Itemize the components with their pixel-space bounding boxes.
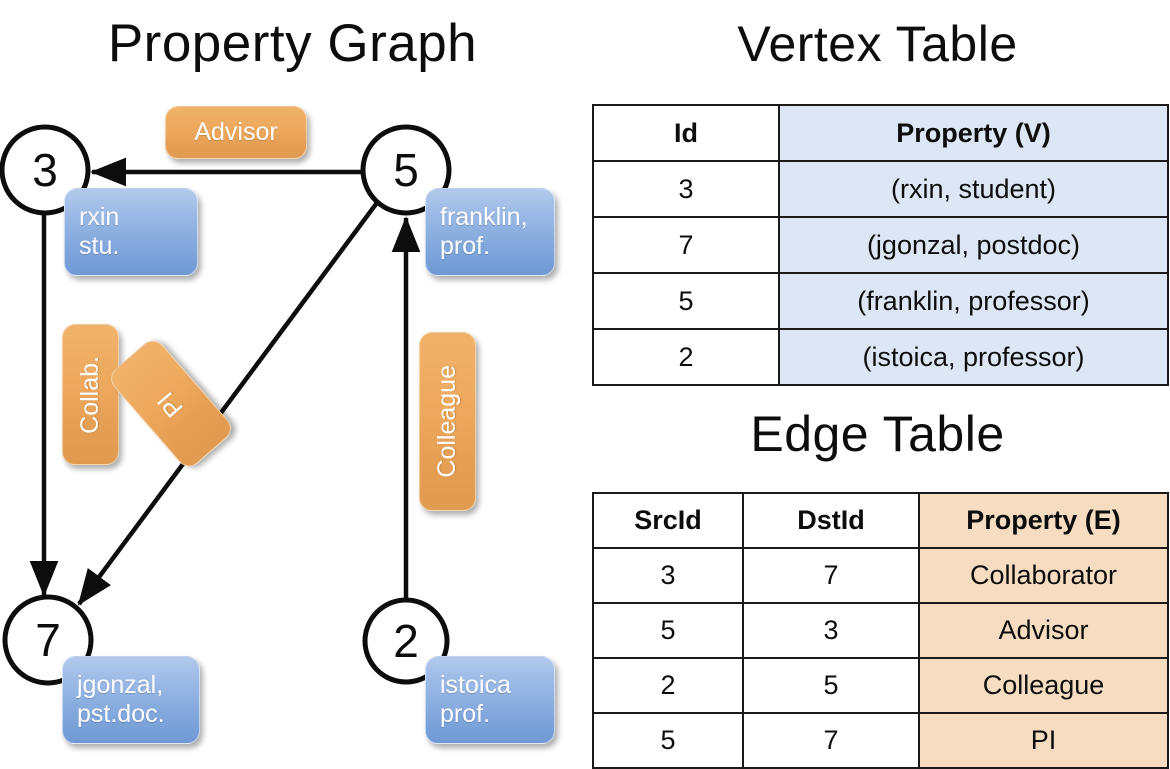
edge-cell-dst: 5: [742, 657, 920, 714]
edge-cell-property: Advisor: [918, 602, 1169, 659]
node-property-text-jgonzal: jgonzal, pst.doc.: [77, 670, 165, 729]
node-property-text-franklin: franklin, prof.: [440, 202, 528, 261]
edge-table: SrcId DstId Property (E) 3 7 Collaborato…: [592, 492, 1169, 769]
table-row: 3 (rxin, student): [592, 160, 1169, 218]
edge-table-title: Edge Table: [750, 406, 1005, 462]
vertex-col-header-id: Id: [592, 104, 780, 162]
edge-label-text-collab: Collab.: [75, 355, 104, 434]
vertex-cell-id: 7: [592, 216, 780, 274]
table-row: 2 5 Colleague: [592, 657, 1169, 714]
edge-cell-dst: 3: [742, 602, 920, 659]
edge-label-text-advisor: Advisor: [194, 117, 278, 146]
vertex-table-title: Vertex Table: [737, 16, 1018, 72]
edge-cell-dst: 7: [742, 547, 920, 604]
vertex-table: Id Property (V) 3 (rxin, student) 7 (jgo…: [592, 104, 1169, 386]
edge-cell-src: 2: [592, 657, 744, 714]
node-property-box-franklin[interactable]: franklin, prof.: [425, 188, 555, 276]
vertex-table-header-row: Id Property (V): [592, 104, 1169, 162]
vertex-cell-id: 5: [592, 272, 780, 330]
edge-pi-5-to-7: [77, 198, 381, 606]
node-property-box-istoica[interactable]: istoica prof.: [425, 656, 555, 744]
property-graph-title: Property Graph: [107, 14, 478, 73]
edge-table-header-row: SrcId DstId Property (E): [592, 492, 1169, 549]
edge-col-header-property: Property (E): [918, 492, 1169, 549]
edge-col-header-srcid: SrcId: [592, 492, 744, 549]
edge-cell-property: Colleague: [918, 657, 1169, 714]
edge-cell-src: 5: [592, 602, 744, 659]
vertex-cell-property: (franklin, professor): [778, 272, 1169, 330]
edge-col-header-dstid: DstId: [742, 492, 920, 549]
edge-label-text-colleague: Colleague: [432, 365, 461, 478]
table-row: 5 3 Advisor: [592, 602, 1169, 659]
vertex-cell-property: (istoica, professor): [778, 328, 1169, 386]
table-row: 7 (jgonzal, postdoc): [592, 216, 1169, 274]
vertex-cell-id: 3: [592, 160, 780, 218]
edge-cell-property: Collaborator: [918, 547, 1169, 604]
node-property-text-rxin: rxin stu.: [79, 202, 120, 261]
vertex-cell-property: (rxin, student): [778, 160, 1169, 218]
table-row: 2 (istoica, professor): [592, 328, 1169, 386]
vertex-cell-property: (jgonzal, postdoc): [778, 216, 1169, 274]
node-property-text-istoica: istoica prof.: [440, 670, 511, 729]
edge-cell-src: 3: [592, 547, 744, 604]
edge-label-box-collab[interactable]: Collab.: [62, 324, 119, 465]
edge-label-box-advisor[interactable]: Advisor: [165, 106, 307, 159]
node-property-box-jgonzal[interactable]: jgonzal, pst.doc.: [62, 656, 200, 744]
edge-label-box-colleague[interactable]: Colleague: [419, 332, 476, 511]
vertex-cell-id: 2: [592, 328, 780, 386]
table-row: 5 (franklin, professor): [592, 272, 1169, 330]
node-property-box-rxin[interactable]: rxin stu.: [64, 188, 198, 276]
vertex-col-header-property: Property (V): [778, 104, 1169, 162]
table-row: 3 7 Collaborator: [592, 547, 1169, 604]
edge-label-text-pi: PI: [152, 385, 189, 423]
